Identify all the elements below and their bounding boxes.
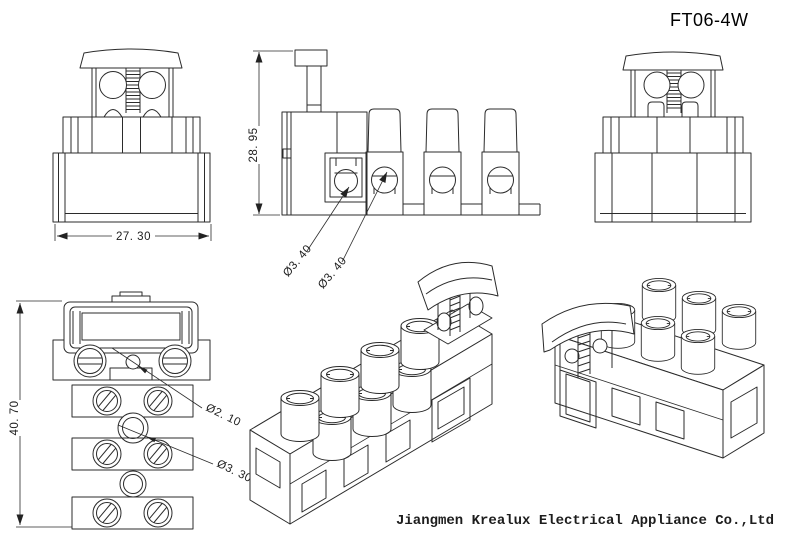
- isometric-view-rear: [541, 277, 765, 459]
- company-name-footer: Jiangmen Krealux Electrical Appliance Co…: [396, 513, 775, 529]
- terminal-screw: [143, 439, 173, 469]
- terminal-screw: [92, 498, 122, 528]
- terminal-barrel: [680, 328, 716, 375]
- dim-terminal-hole: Ø3. 40: [316, 255, 349, 291]
- fuse-screw-left: [99, 71, 127, 99]
- dim-mounting-hole: Ø3. 30: [215, 458, 254, 485]
- terminal-tower-3: [481, 108, 520, 216]
- dim-pilot-hole: Ø2. 10: [204, 402, 243, 429]
- fuse-carrier-3d: [417, 261, 499, 345]
- fuse-screw-right: [138, 71, 166, 99]
- dim-side-height: 28. 95: [248, 128, 260, 163]
- fuse-window: [324, 152, 368, 203]
- rear-view-drawing: [594, 51, 752, 223]
- terminal-barrel: [360, 342, 400, 394]
- terminal-tower-2: [423, 108, 462, 216]
- fuse-carrier-3d-rear: [541, 302, 635, 380]
- fuse-cap-outline: [79, 48, 183, 69]
- dim-top-length: 40. 70: [9, 401, 21, 436]
- side-height-dimension: 28. 95: [248, 50, 293, 216]
- fuse-terminal-screw-left: [73, 344, 107, 378]
- terminal-tower-1: [365, 108, 404, 216]
- terminal-barrel: [320, 366, 360, 418]
- terminal-screw: [92, 386, 122, 416]
- wire-entry-holes-3d-rear: [559, 369, 758, 440]
- dim-front-width: 27. 30: [116, 231, 151, 243]
- thread-hatch: [126, 70, 140, 110]
- front-view-drawing: 27. 30: [52, 48, 212, 243]
- fuse-plunger: [294, 49, 328, 113]
- front-width-dimension: 27. 30: [54, 224, 212, 243]
- wire-entry-holes-3d: [255, 377, 471, 513]
- top-view-drawing: 40. 70: [9, 291, 254, 530]
- terminal-screw: [92, 439, 122, 469]
- center-hole: [119, 470, 147, 498]
- terminal-screw: [143, 498, 173, 528]
- isometric-view-front: [249, 261, 499, 525]
- fuse-terminal-screw-right: [158, 344, 192, 378]
- dim-fuse-hole: Ø3. 40: [281, 243, 314, 279]
- top-length-dimension: 40. 70: [9, 300, 72, 528]
- fuse-screw-left-rear: [643, 71, 671, 99]
- terminal-barrel: [280, 390, 320, 442]
- model-number-title: FT06-4W: [670, 10, 749, 30]
- terminal-barrel: [640, 315, 676, 362]
- terminal-screw: [143, 386, 173, 416]
- side-view-drawing: 28. 95: [248, 49, 541, 291]
- thread-hatch-rear: [667, 72, 681, 109]
- fuse-screw-right-rear: [677, 71, 705, 99]
- fuse-cap-outline-rear: [622, 51, 724, 71]
- terminal-barrel: [721, 303, 757, 350]
- fuse-holder-cover: [63, 291, 199, 354]
